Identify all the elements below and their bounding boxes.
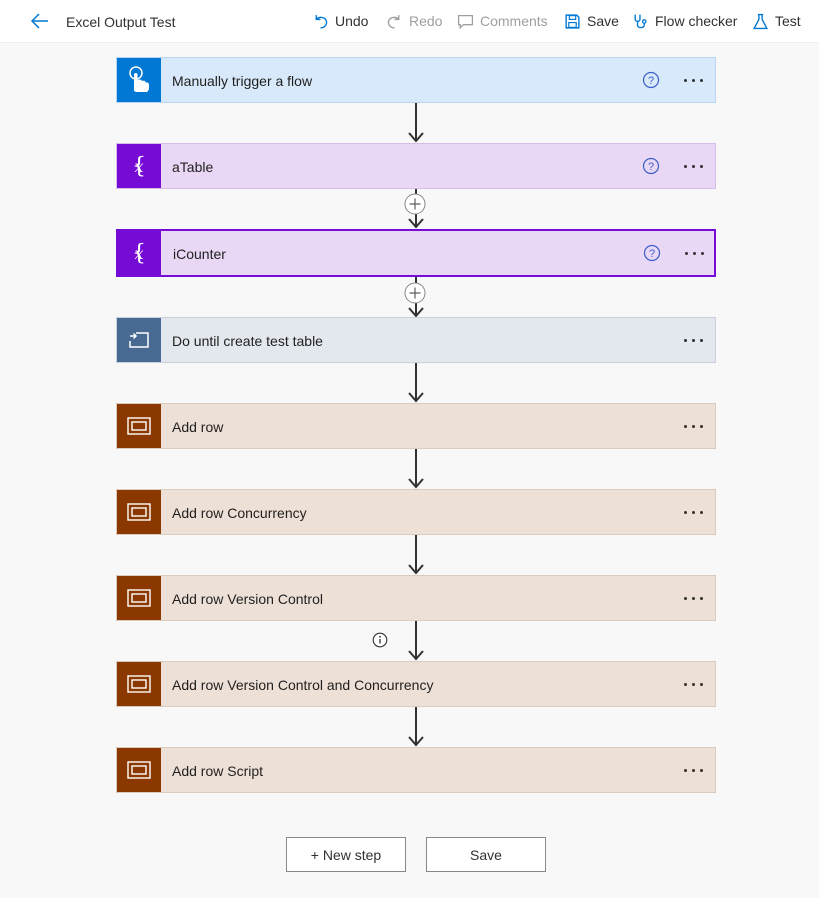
undo-label: Undo [335,13,369,29]
more-options-icon[interactable] [679,330,707,350]
more-options-icon[interactable] [679,760,707,780]
flow-checker-button[interactable]: Flow checker [632,11,737,31]
more-options-icon[interactable] [679,156,707,176]
step-label: Add row Version Control [172,591,323,607]
undo-icon [315,14,328,29]
comment-icon [457,14,474,29]
excel-table-icon [117,576,161,620]
touch-hand-icon [117,58,161,102]
help-icon[interactable]: ? [642,71,660,89]
help-icon[interactable]: ? [643,244,661,262]
more-options-icon[interactable] [679,502,707,522]
step-card-add-row-concurrency[interactable]: Add row Concurrency [116,489,716,535]
svg-text:x: x [134,157,143,176]
step-label: Add row Script [172,763,264,779]
svg-text:?: ? [648,161,654,173]
save-toolbar-label: Save [587,13,619,29]
step-card-add-row-script[interactable]: Add row Script [116,747,716,793]
step-card-do-until[interactable]: Do until create test table [116,317,716,363]
excel-table-icon [117,490,161,534]
step-card-add-row[interactable]: Add row [116,403,716,449]
more-options-icon[interactable] [679,416,707,436]
more-options-icon[interactable] [679,70,707,90]
step-label: Add row Version Control and Concurrency [172,677,434,693]
flow-checker-label: Flow checker [655,13,738,29]
step-card-icounter[interactable]: { x iCounter ? [116,229,716,277]
stethoscope-icon [634,14,647,28]
test-label: Test [775,13,801,29]
svg-text:?: ? [649,248,655,260]
svg-text:{: { [132,241,146,266]
step-card-manual-trigger[interactable]: Manually trigger a flow ? [116,57,716,103]
step-label: Add row Concurrency [172,505,307,521]
comments-label: Comments [480,13,548,29]
save-toolbar-button[interactable]: Save [564,11,619,31]
excel-table-icon [117,404,161,448]
connector-arrow [406,103,426,143]
connector-arrow [406,535,426,575]
step-card-atable[interactable]: { x aTable ? [116,143,716,189]
back-arrow-icon[interactable] [29,10,51,32]
new-step-button[interactable]: + New step [286,837,406,872]
redo-label: Redo [409,13,443,29]
step-card-add-row-version-control[interactable]: Add row Version Control [116,575,716,621]
connector-arrow [406,449,426,489]
test-button[interactable]: Test [752,11,801,31]
comments-button[interactable]: Comments [457,11,548,31]
more-options-icon[interactable] [680,243,708,263]
step-label: Manually trigger a flow [172,73,313,89]
step-label: Add row [172,419,224,435]
info-icon[interactable] [372,632,388,648]
connector-arrow [406,363,426,403]
excel-table-icon [117,748,161,792]
step-label: Do until create test table [172,333,323,349]
redo-button[interactable]: Redo [386,11,442,31]
flow-title: Excel Output Test [66,14,176,30]
help-icon[interactable]: ? [642,157,660,175]
variable-icon: { x [117,144,161,188]
excel-table-icon [117,662,161,706]
more-options-icon[interactable] [679,588,707,608]
insert-step-plus-icon[interactable] [404,193,426,215]
more-options-icon[interactable] [679,674,707,694]
connector-arrow [406,621,426,661]
svg-text:x: x [134,244,143,263]
redo-icon [387,14,400,29]
svg-text:{: { [132,154,146,179]
step-label: iCounter [173,246,226,262]
undo-button[interactable]: Undo [312,11,368,31]
step-label: aTable [172,159,214,175]
save-icon [565,13,580,29]
step-card-add-row-version-control-concurrency[interactable]: Add row Version Control and Concurrency [116,661,716,707]
connector-arrow [406,707,426,747]
svg-text:?: ? [648,75,654,87]
variable-icon: { x [117,230,161,276]
flask-icon [752,13,769,29]
save-button[interactable]: Save [426,837,546,872]
command-bar: Excel Output Test Undo Redo Comments Sav… [0,0,819,43]
do-until-icon [117,318,161,362]
insert-step-plus-icon[interactable] [404,282,426,304]
